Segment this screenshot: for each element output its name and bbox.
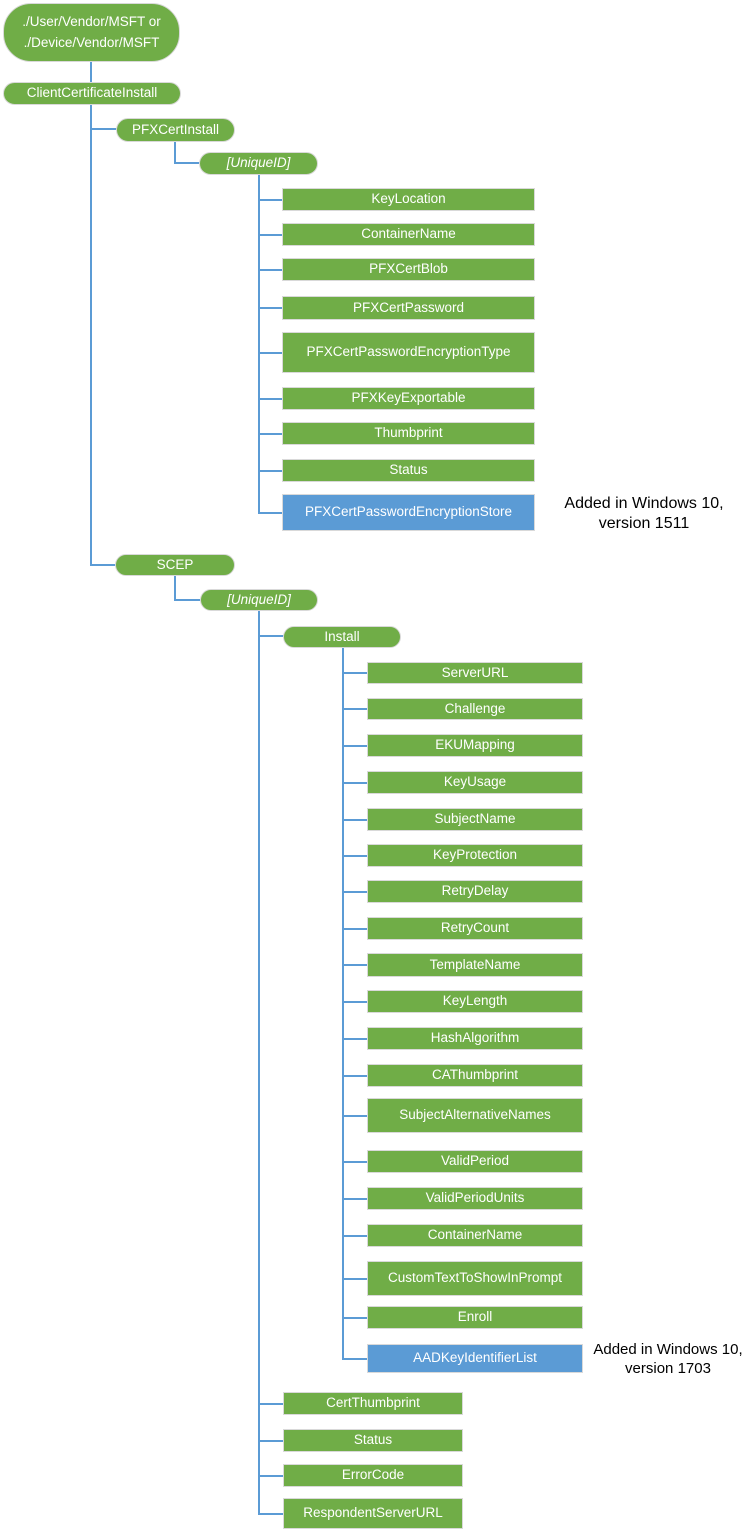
connector-line [342,708,369,710]
node-pfxkeyexportable: PFXKeyExportable [282,387,535,410]
node-enroll: Enroll [367,1306,583,1329]
node-errorcode: ErrorCode [283,1464,463,1487]
node-retrydelay: RetryDelay [367,880,583,903]
node-status: Status [283,1429,463,1452]
connector-line [258,352,284,354]
connector-line [258,1440,285,1442]
connector-line [342,1198,369,1200]
node-validperiod: ValidPeriod [367,1150,583,1173]
connector-line [258,269,284,271]
connector-line [342,928,369,930]
node-install: Install [283,626,401,648]
connector-line [258,234,284,236]
node-certthumbprint: CertThumbprint [283,1392,463,1415]
connector-line [90,105,92,566]
annotation-version-1511: Added in Windows 10, version 1511 [564,495,724,532]
node-keyusage: KeyUsage [367,771,583,794]
connector-line [90,62,92,83]
node-pfx-uniqueid: [UniqueID] [199,152,318,175]
connector-line [342,1358,369,1360]
node-pfxcertpasswordencryptiontype: PFXCertPasswordEncryptionType [282,332,535,373]
connector-line [342,647,344,1360]
annotation-version-1703: Added in Windows 10, version 1703 [593,1341,743,1377]
node-scep: SCEP [115,554,235,576]
node-pfxcertpassword: PFXCertPassword [282,296,535,320]
node-containername: ContainerName [367,1224,583,1247]
connector-line [258,610,260,1515]
connector-line [258,174,260,514]
connector-line [258,433,284,435]
node-respondentserverurl: RespondentServerURL [283,1498,463,1529]
connector-line [342,1038,369,1040]
node-pfxcertinstall: PFXCertInstall [116,118,235,142]
node-root-path: ./User/Vendor/MSFT or ./Device/Vendor/MS… [3,3,180,62]
connector-line [342,1317,369,1319]
node-thumbprint: Thumbprint [282,422,535,445]
node-pfxcertblob: PFXCertBlob [282,258,535,281]
node-cathumbprint: CAThumbprint [367,1064,583,1087]
connector-line [258,398,284,400]
connector-line [342,1235,369,1237]
node-aadkeyidentifierlist: AADKeyIdentifierList [367,1344,583,1373]
connector-line [258,199,284,201]
connector-line [174,599,201,601]
node-hashalgorithm: HashAlgorithm [367,1027,583,1050]
connector-line [342,891,369,893]
node-scep-uniqueid: [UniqueID] [200,589,318,611]
connector-line [258,307,284,309]
connector-line [342,1161,369,1163]
connector-line [258,1403,285,1405]
node-status: Status [282,459,535,482]
connector-line [258,470,284,472]
connector-line [174,575,176,601]
connector-line [174,162,200,164]
node-retrycount: RetryCount [367,917,583,940]
connector-line [342,855,369,857]
node-subjectname: SubjectName [367,808,583,831]
node-keylocation: KeyLocation [282,188,535,211]
connector-line [258,512,284,514]
connector-line [174,141,176,164]
connector-line [90,128,117,130]
node-templatename: TemplateName [367,953,583,977]
node-validperiodunits: ValidPeriodUnits [367,1187,583,1210]
connector-line [342,745,369,747]
connector-line [342,1001,369,1003]
node-customtexttoshowinprompt: CustomTextToShowInPrompt [367,1261,583,1296]
connector-line [90,564,116,566]
node-keyprotection: KeyProtection [367,844,583,867]
connector-line [342,964,369,966]
connector-line [342,1075,369,1077]
connector-line [258,635,284,637]
connector-line [342,1278,369,1280]
connector-line [342,1115,369,1117]
node-pfxcertpasswordencryptionstore: PFXCertPasswordEncryptionStore [282,494,535,531]
node-ekumapping: EKUMapping [367,734,583,757]
node-serverurl: ServerURL [367,662,583,684]
connector-line [258,1475,285,1477]
connector-line [258,1513,285,1515]
node-clientcertificateinstall: ClientCertificateInstall [3,82,181,105]
node-containername: ContainerName [282,223,535,246]
node-keylength: KeyLength [367,990,583,1013]
connector-line [342,672,369,674]
node-subjectalternativenames: SubjectAlternativeNames [367,1098,583,1133]
connector-line [342,782,369,784]
connector-line [342,819,369,821]
node-challenge: Challenge [367,698,583,720]
